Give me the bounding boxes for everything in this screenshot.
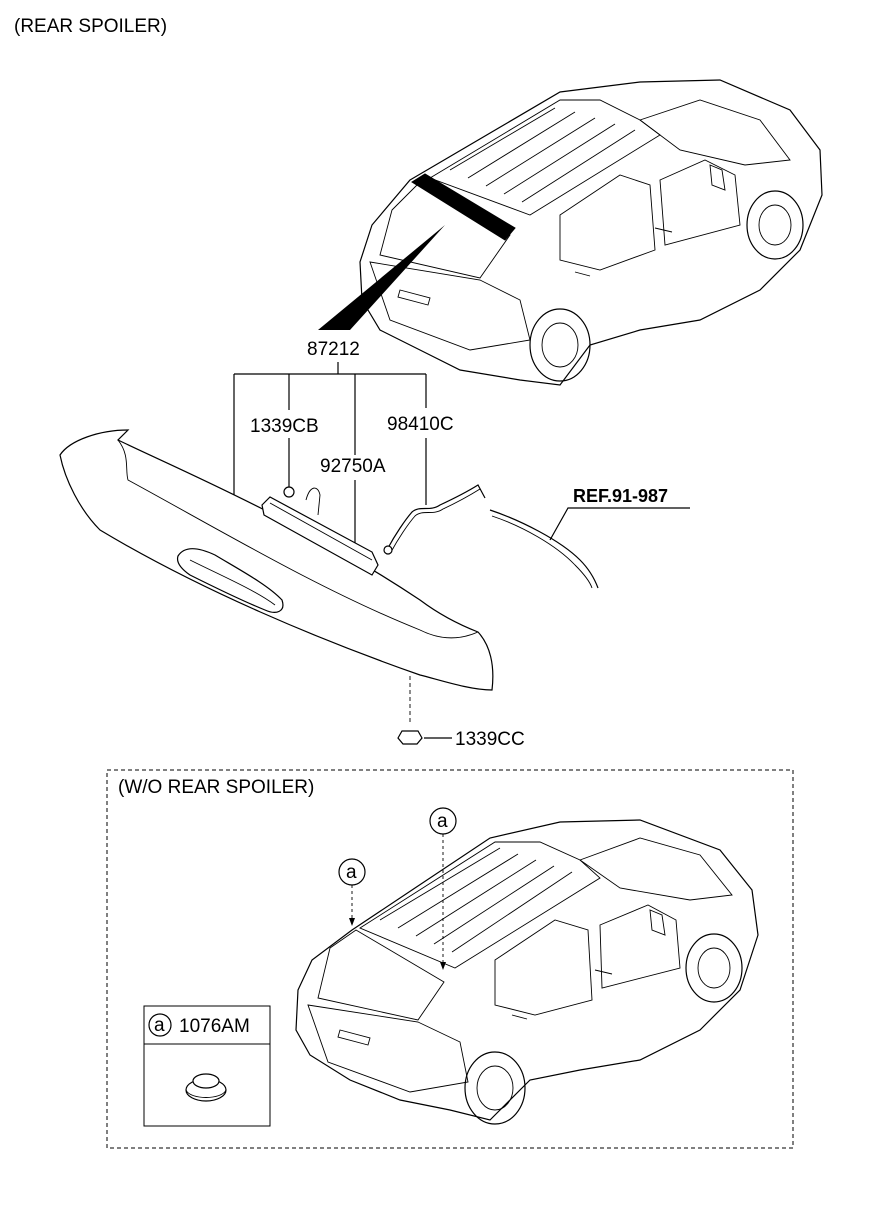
part-label-92750A: 92750A	[320, 456, 386, 477]
washer-hose-part	[383, 484, 486, 555]
legend-box-1076AM: a 1076AM	[143, 1005, 271, 1127]
part-label-87212: 87212	[307, 339, 360, 360]
part-label-1076AM: 1076AM	[179, 1016, 250, 1037]
wiring-reference	[489, 507, 690, 589]
wo-rear-spoiler-header: (W/O REAR SPOILER)	[118, 777, 314, 798]
part-label-98410C: 98410C	[387, 414, 454, 435]
svg-text:a: a	[437, 811, 448, 832]
car-illustration-without-spoiler	[295, 819, 759, 1125]
rear-spoiler-part	[59, 429, 494, 691]
clip-1339CC	[397, 676, 452, 745]
callout-a-left: a	[338, 858, 366, 926]
part-label-1339CB: 1339CB	[250, 416, 319, 437]
part-label-1339CC: 1339CC	[455, 729, 525, 750]
nut-1339CB	[283, 486, 295, 498]
part-bracket-lines	[233, 362, 427, 560]
svg-text:a: a	[346, 862, 357, 883]
rear-spoiler-header: (REAR SPOILER)	[14, 16, 167, 37]
reference-label: REF.91-987	[573, 486, 668, 506]
legend-marker-a: a	[154, 1015, 165, 1036]
wo-spoiler-section-box	[106, 769, 794, 1149]
stop-lamp-part	[261, 487, 379, 576]
car-illustration-with-spoiler	[318, 79, 823, 386]
callout-a-right: a	[429, 807, 457, 970]
